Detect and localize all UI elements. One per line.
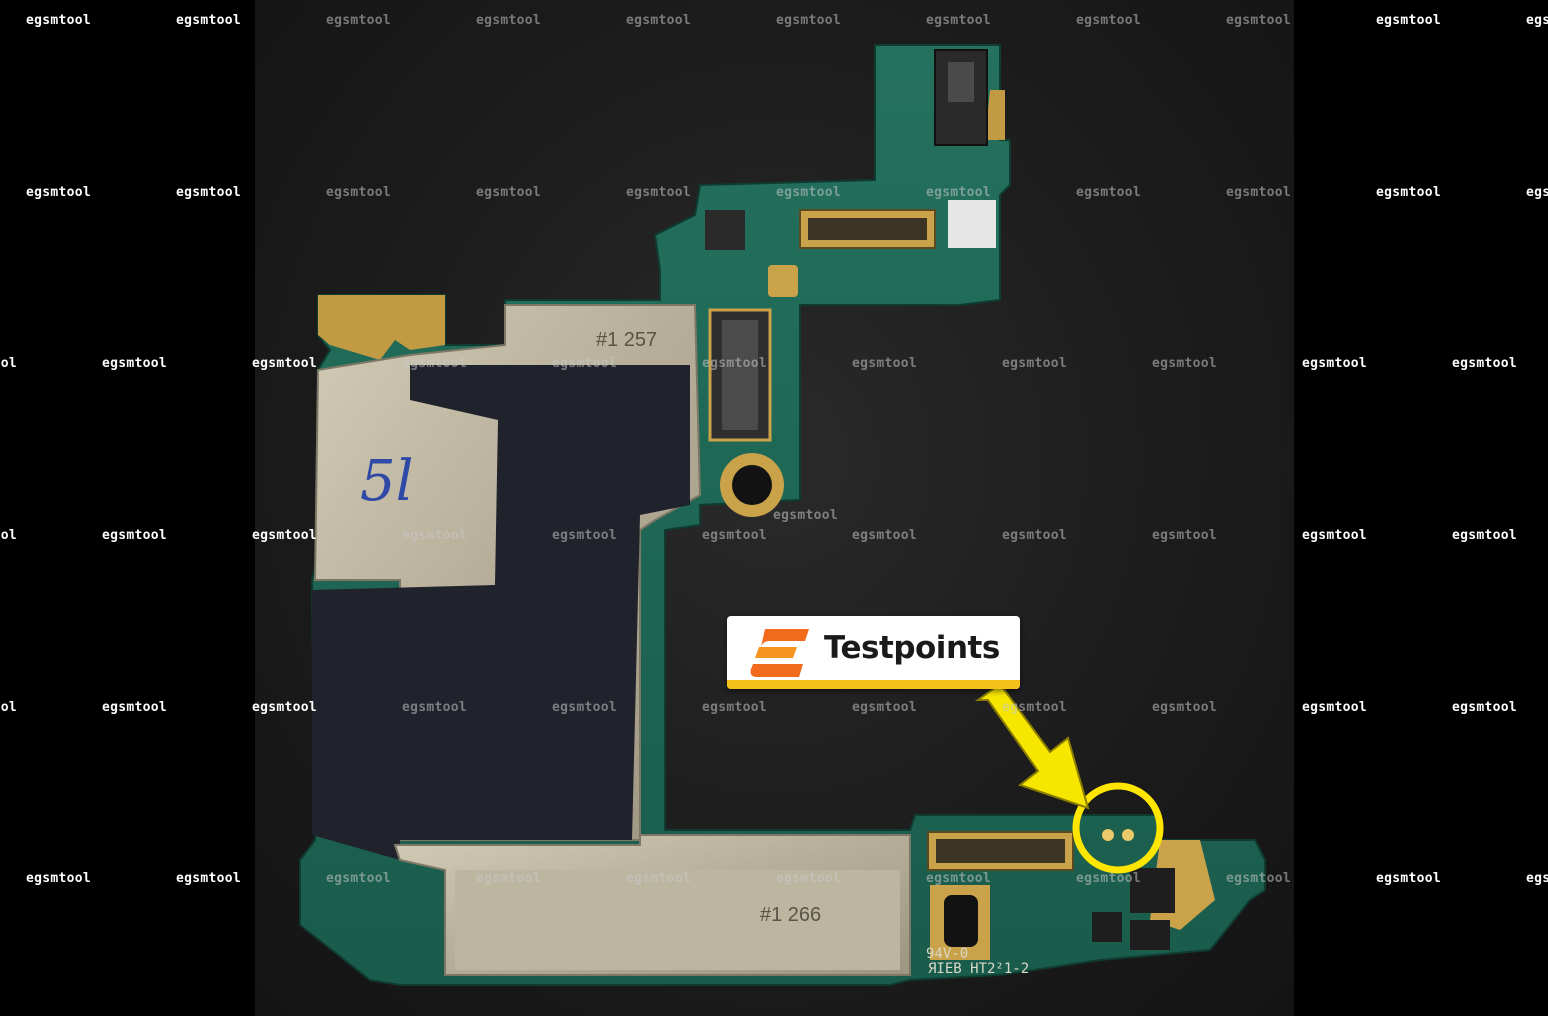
qr-code-label <box>948 200 996 248</box>
bottom-cutout <box>944 895 978 947</box>
brand-logo-icon <box>750 629 809 677</box>
chip-bottom-right-3 <box>1092 912 1122 942</box>
testpoints-label: Testpoints <box>824 630 1000 666</box>
testpoints-badge: Testpoints <box>727 616 1020 689</box>
testpoint-pad-1 <box>1102 829 1114 841</box>
chip-top <box>705 210 745 250</box>
testpoint-pad-2 <box>1122 829 1134 841</box>
chip-bottom-right-1 <box>1130 868 1175 913</box>
shield-bottom-label: #1 266 <box>760 904 821 926</box>
shield-can-upper-inner-dark <box>312 365 690 860</box>
silkscreen-line-2: ЯIEB HT2²1-2 <box>928 961 1029 977</box>
chip-bottom-right-2 <box>1130 920 1170 950</box>
mounting-hole <box>732 465 772 505</box>
gold-edge-right-tab <box>985 90 1005 140</box>
shield-top-label: #1 257 <box>596 329 657 351</box>
badge-stripe <box>727 680 1020 689</box>
shield-lower-face <box>455 870 900 970</box>
gold-pad-mid <box>768 265 798 297</box>
testpoint-highlight-ring <box>1072 782 1164 874</box>
silkscreen-line-1: 94V-0 <box>926 946 968 962</box>
marker-handwriting: 5l <box>360 449 414 514</box>
gold-edge-top-left <box>318 295 445 360</box>
yellow-arrow <box>974 682 1090 810</box>
